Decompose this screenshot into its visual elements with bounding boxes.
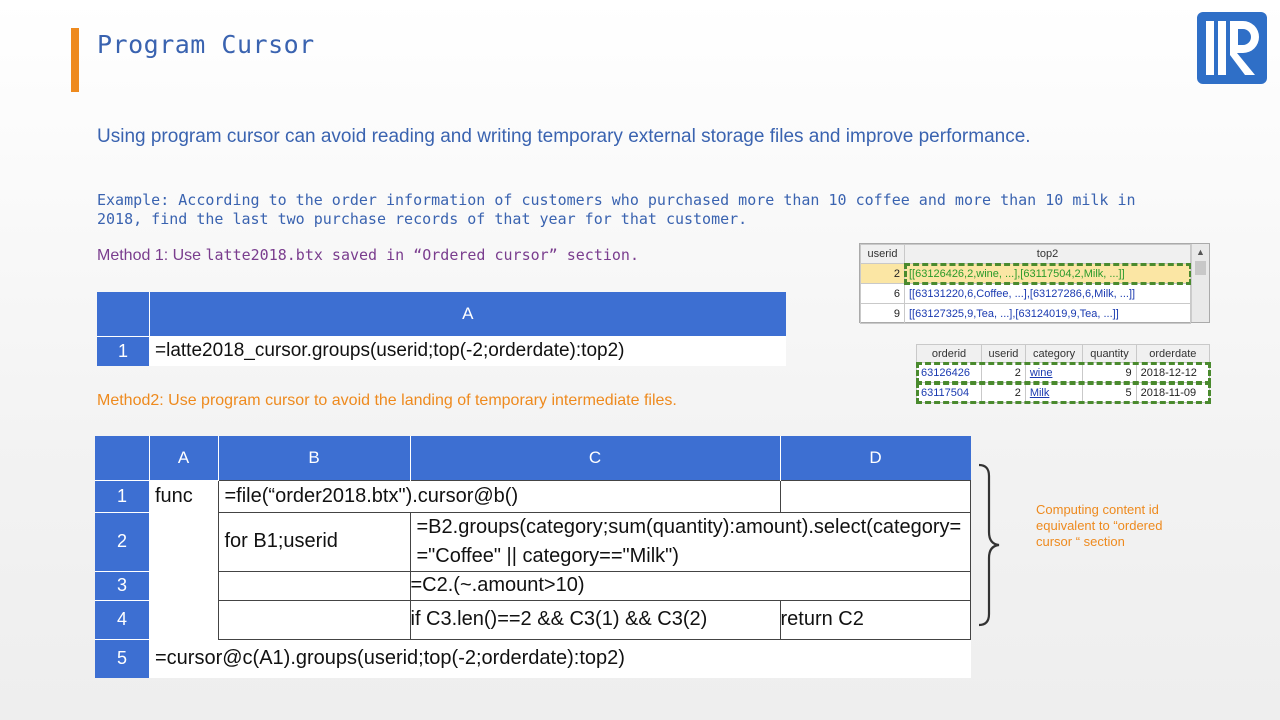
result-cell-userid[interactable]: 2 bbox=[860, 263, 905, 284]
col-header-a[interactable]: A bbox=[149, 436, 219, 480]
grid-cell-a1[interactable]: =latte2018_cursor.groups(userid;top(-2;o… bbox=[149, 336, 786, 366]
row-number[interactable]: 2 bbox=[95, 511, 149, 571]
col-header-a[interactable]: A bbox=[149, 292, 786, 336]
result-cell-top2[interactable]: [[63127325,9,Tea, ...],[63124019,9,Tea, … bbox=[904, 303, 1191, 324]
grid-cell-c3[interactable]: =C2.(~.amount>10) bbox=[409, 570, 971, 601]
grid-cell-d4[interactable]: return C2 bbox=[779, 599, 971, 640]
grid-cell-b3[interactable] bbox=[217, 570, 411, 601]
result-table-orders: orderid userid category quantity orderda… bbox=[915, 344, 1211, 404]
logo-icon bbox=[1197, 12, 1267, 84]
grid-cell-c2[interactable]: =B2.groups(category;sum(quantity):amount… bbox=[409, 511, 971, 572]
result-scrollbar[interactable]: ▲ bbox=[1191, 244, 1209, 322]
grid-cell-c4[interactable]: if C3.len()==2 && C3(1) && C3(2) bbox=[409, 599, 781, 640]
result-cell-orderid[interactable]: 63126426 bbox=[915, 362, 983, 383]
result-cell-quantity[interactable]: 9 bbox=[1082, 362, 1137, 383]
grid-cell-a2[interactable] bbox=[149, 512, 218, 571]
title-accent-bar bbox=[71, 28, 79, 92]
grid-cell-a3[interactable] bbox=[149, 571, 218, 600]
grid-cell-d1[interactable] bbox=[779, 479, 971, 513]
result-cell-orderid[interactable]: 63117504 bbox=[915, 382, 983, 403]
result-header-orderid: orderid bbox=[915, 344, 983, 363]
scroll-thumb[interactable] bbox=[1195, 261, 1206, 275]
col-header-c[interactable]: C bbox=[410, 436, 781, 480]
method1-file: latte2018.btx bbox=[205, 246, 323, 264]
result-cell-orderdate[interactable]: 2018-12-12 bbox=[1135, 362, 1211, 383]
result-header-quantity: quantity bbox=[1082, 344, 1137, 363]
annotation-note: Computing content id equivalent to “orde… bbox=[1036, 502, 1163, 549]
result-cell-top2[interactable]: [[63126426,2,wine, ...],[63117504,2,Milk… bbox=[903, 262, 1192, 285]
result-cell-quantity[interactable]: 5 bbox=[1082, 382, 1137, 403]
method2-text: Method2: Use program cursor to avoid the… bbox=[97, 392, 677, 409]
scroll-up-icon[interactable]: ▲ bbox=[1196, 247, 1205, 257]
row-number[interactable]: 1 bbox=[95, 479, 149, 512]
subtitle: Using program cursor can avoid reading a… bbox=[97, 126, 1031, 147]
col-header-d[interactable]: D bbox=[780, 436, 971, 480]
row-number[interactable]: 5 bbox=[95, 638, 149, 678]
result-cell-userid[interactable]: 9 bbox=[860, 303, 905, 324]
result-cell-category[interactable]: wine bbox=[1024, 362, 1084, 383]
col-header-b[interactable]: B bbox=[218, 436, 411, 480]
result-cell-category[interactable]: Milk bbox=[1024, 382, 1084, 403]
result-cell-top2[interactable]: [[63131220,6,Coffee, ...],[63127286,6,Mi… bbox=[904, 283, 1191, 304]
result-cell-orderdate[interactable]: 2018-11-09 bbox=[1135, 382, 1211, 403]
result-header-orderdate: orderdate bbox=[1135, 344, 1211, 363]
method1-grid: A 1 =latte2018_cursor.groups(userid;top(… bbox=[97, 292, 786, 366]
method1-suffix: saved in “Ordered cursor” section. bbox=[322, 246, 639, 264]
method1-text: Method 1: Use latte2018.btx saved in “Or… bbox=[97, 246, 639, 265]
method1-prefix: Method 1: Use bbox=[97, 247, 206, 264]
method2-grid: A B C D 1 func =file(“order2018.btx").cu… bbox=[95, 436, 971, 678]
result-header-category: category bbox=[1024, 344, 1084, 363]
row-number[interactable]: 1 bbox=[97, 335, 149, 366]
result-table-top2: userid top2 2 [[63126426,2,wine, ...],[6… bbox=[859, 243, 1210, 324]
curly-brace-icon bbox=[978, 463, 1000, 627]
example-text: Example: According to the order informat… bbox=[97, 191, 1136, 228]
result-header-userid: userid bbox=[860, 244, 905, 264]
grid-cell-b2[interactable]: for B1;userid bbox=[217, 511, 411, 572]
grid-cell-b1[interactable]: =file(“order2018.btx").cursor@b() bbox=[217, 479, 781, 513]
corner-cell bbox=[95, 436, 150, 480]
grid-cell-a5[interactable]: =cursor@c(A1).groups(userid;top(-2;order… bbox=[149, 639, 971, 678]
grid-cell-b4[interactable] bbox=[217, 599, 411, 640]
row-number[interactable]: 4 bbox=[95, 599, 149, 639]
result-cell-userid[interactable]: 6 bbox=[860, 283, 905, 304]
row-number[interactable]: 3 bbox=[95, 570, 149, 600]
result-cell-userid[interactable]: 2 bbox=[981, 382, 1026, 403]
result-header-top2: top2 bbox=[904, 244, 1191, 264]
page-title: Program Cursor bbox=[97, 30, 315, 59]
grid-cell-a1[interactable]: func bbox=[149, 480, 218, 512]
grid-cell-a4[interactable] bbox=[149, 600, 218, 639]
result-cell-userid[interactable]: 2 bbox=[981, 362, 1026, 383]
corner-cell bbox=[97, 292, 150, 336]
result-header-userid: userid bbox=[981, 344, 1026, 363]
